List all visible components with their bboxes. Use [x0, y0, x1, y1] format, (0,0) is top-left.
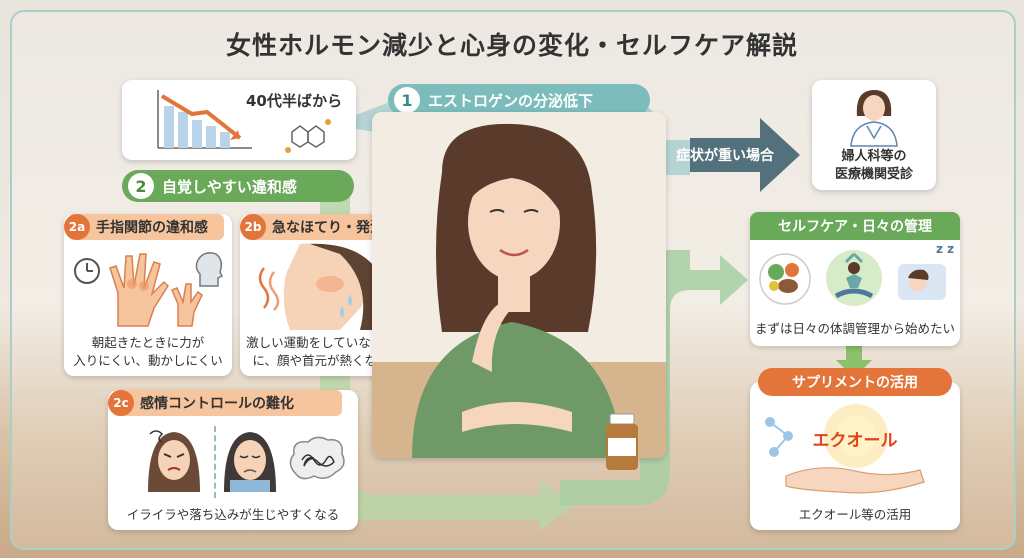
chart-down-icon — [157, 90, 252, 149]
yoga-icon — [826, 250, 882, 306]
selfcare-card: セルフケア・日々の管理 z z まずは日々の体調管理から始めたい — [750, 212, 960, 346]
step1-number: 1 — [394, 87, 420, 113]
symptom-2a-header: 2a 手指関節の違和感 — [64, 214, 224, 240]
symptom-2c-desc: イライラや落ち込みが生じやすくなる — [126, 507, 340, 522]
woman-illustration-panel — [372, 112, 666, 458]
step2-number: 2 — [128, 173, 154, 199]
symptom-2a-card: 2a 手指関節の違和感 朝起きたときに力が 入りにくい、動かしにくい — [64, 214, 232, 376]
clock-icon — [74, 258, 100, 284]
sad-face-icon — [224, 432, 276, 492]
divider — [214, 426, 216, 498]
doctor-line2: 医療機関受診 — [834, 167, 913, 182]
symptom-2b-label: 急なほてり・発汗 — [272, 220, 384, 236]
step1-label: エストロゲンの分泌低下 — [428, 91, 594, 110]
step2-label: 自覚しやすい違和感 — [162, 177, 297, 196]
page-title: 女性ホルモン減少と心身の変化・セルフケア解説 — [225, 31, 798, 60]
age-label: 40代半ばから — [246, 92, 343, 110]
molecule-icon — [765, 417, 793, 457]
doctor-icon — [850, 90, 898, 147]
supplement-desc: エクオール等の活用 — [798, 507, 912, 522]
glow-icon — [824, 404, 888, 468]
food-icon — [759, 253, 811, 305]
supplement-card: サプリメントの活用 エクオール エクオール等の活用 — [750, 368, 960, 530]
step1-banner: 1 エストロゲンの分泌低下 — [388, 84, 650, 116]
molecule-icon — [285, 119, 331, 153]
sleep-icon — [898, 264, 946, 300]
severe-case-label: 症状が重い場合 — [676, 148, 774, 164]
symptom-2a-desc-line2: 入りにくい、動かしにくい — [73, 353, 223, 368]
hand-icon — [785, 467, 925, 494]
tangled-thoughts-icon — [289, 436, 345, 480]
estrogen-card: 40代半ばから — [122, 80, 356, 160]
head-icon — [195, 252, 224, 287]
symptom-2c-header: 2c 感情コントロールの難化 — [108, 390, 342, 416]
symptom-2b-badge: 2b — [240, 214, 266, 240]
woman-illustration — [372, 112, 666, 458]
symptom-2c-card: 2c 感情コントロールの難化 イライラや落ち込みが生じやすくなる — [108, 390, 358, 530]
symptom-2c-badge: 2c — [108, 390, 134, 416]
product-name: エクオール — [812, 431, 898, 451]
sweat-icon — [283, 243, 384, 330]
symptom-2b-desc-line2: に、顔や首元が熱くなる — [252, 353, 390, 368]
supplement-header: サプリメントの活用 — [758, 368, 952, 396]
symptom-2a-label: 手指関節の違和感 — [96, 220, 208, 236]
selfcare-label: セルフケア・日々の管理 — [778, 219, 932, 235]
angry-face-icon — [148, 430, 200, 492]
symptom-2c-label: 感情コントロールの難化 — [140, 396, 294, 412]
doctor-line1: 婦人科等の — [841, 149, 907, 164]
zzz-text: z z — [936, 242, 955, 256]
selfcare-header: セルフケア・日々の管理 — [750, 212, 960, 240]
supplement-label: サプリメントの活用 — [792, 375, 918, 391]
supplement-bottle-icon — [606, 413, 638, 470]
step2-banner: 2 自覚しやすい違和感 — [122, 170, 354, 202]
symptom-2a-desc-line1: 朝起きたときに力が — [91, 335, 205, 350]
selfcare-desc: まずは日々の体調管理から始めたい — [754, 321, 955, 336]
symptom-2b-header: 2b 急なほてり・発汗 — [240, 214, 394, 240]
hands-icon — [109, 253, 203, 327]
doctor-card: 婦人科等の 医療機関受診 — [812, 80, 936, 190]
symptom-2a-badge: 2a — [64, 214, 90, 240]
heat-icon — [258, 267, 280, 311]
symptom-2b-desc-line1: 激しい運動をしていないの — [246, 335, 396, 350]
